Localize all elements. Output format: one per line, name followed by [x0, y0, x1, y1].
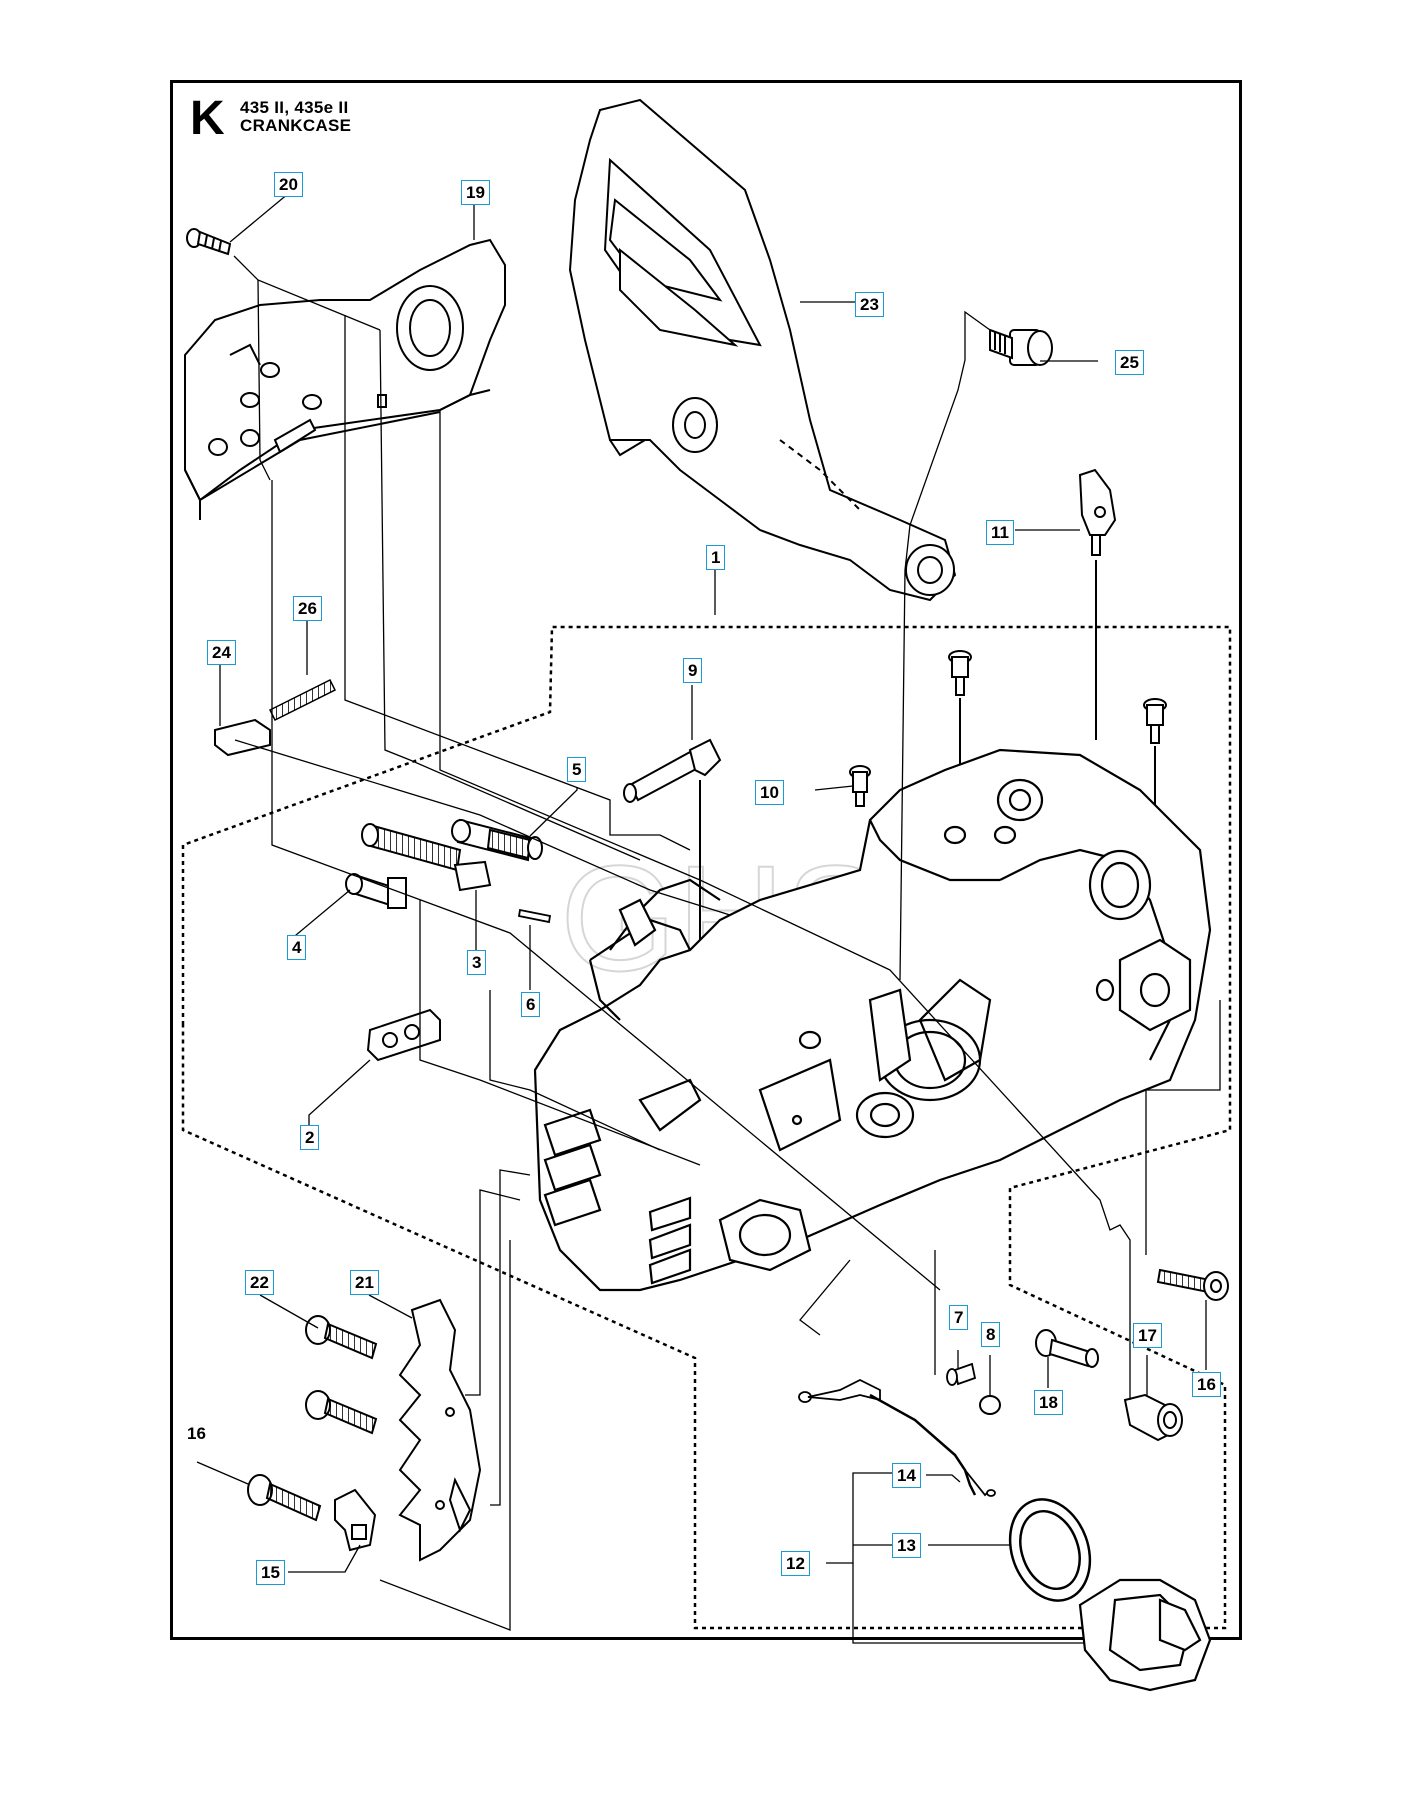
- callout-5[interactable]: 5: [567, 757, 587, 782]
- callout-26[interactable]: 26: [293, 596, 322, 621]
- bar-plate-2: [366, 1008, 441, 1062]
- callout-12[interactable]: 12: [781, 1551, 810, 1576]
- bolt-18: [1035, 1329, 1099, 1368]
- callout-13[interactable]: 13: [892, 1533, 921, 1558]
- cable-holder: [1078, 468, 1117, 740]
- callout-25[interactable]: 25: [1115, 350, 1144, 375]
- diagram-frame: [170, 80, 1242, 1640]
- bar-bolt-4: [345, 873, 407, 909]
- square-nut-3: [453, 860, 492, 892]
- screw-20: [186, 228, 232, 256]
- oil-hose-14: [798, 1378, 996, 1497]
- front-handle: [568, 98, 957, 602]
- crankcase-group-outline: [181, 625, 1232, 1630]
- callout-8[interactable]: 8: [981, 1322, 1001, 1347]
- callout-19[interactable]: 19: [461, 180, 490, 205]
- callout-18[interactable]: 18: [1034, 1390, 1063, 1415]
- bar-stud-5: [451, 818, 543, 862]
- callout-14[interactable]: 14: [892, 1463, 921, 1488]
- pin-6: [517, 908, 552, 924]
- screw-top-left: [948, 650, 972, 770]
- screw-7: [946, 1362, 977, 1386]
- bolt-22-upper: [305, 1315, 378, 1360]
- callout-10[interactable]: 10: [755, 780, 784, 805]
- callout-9[interactable]: 9: [683, 658, 703, 683]
- callout-16-right[interactable]: 16: [1192, 1372, 1221, 1397]
- model-names: 435 II, 435e II: [240, 98, 349, 117]
- callout-3[interactable]: 3: [467, 950, 487, 975]
- callout-21[interactable]: 21: [350, 1270, 379, 1295]
- callout-6[interactable]: 6: [521, 992, 541, 1017]
- tensioner-spring: [268, 678, 337, 722]
- bumper-spike-21: [398, 1298, 482, 1562]
- bolt-22-lower: [305, 1390, 378, 1435]
- callout-20[interactable]: 20: [274, 172, 303, 197]
- oil-seal-13: [1008, 1498, 1092, 1602]
- callout-11[interactable]: 11: [986, 520, 1014, 545]
- shoulder-screw: [989, 328, 1053, 366]
- callout-16-left[interactable]: 16: [187, 1424, 206, 1443]
- tensioner-nut: [214, 718, 271, 757]
- callout-2[interactable]: 2: [300, 1125, 320, 1150]
- screw-10: [849, 765, 871, 807]
- callout-7[interactable]: 7: [949, 1305, 969, 1330]
- section-letter: K: [190, 92, 225, 145]
- callout-17[interactable]: 17: [1133, 1323, 1162, 1348]
- bolt-16-right: [1156, 1268, 1229, 1301]
- callout-22[interactable]: 22: [245, 1270, 274, 1295]
- spike-nut-15: [334, 1488, 377, 1552]
- oil-cap-12: [1078, 1578, 1212, 1692]
- bar-bolt-threaded: [361, 823, 462, 872]
- plug-8: [979, 1395, 1001, 1415]
- callout-23[interactable]: 23: [855, 292, 884, 317]
- nut-17: [1123, 1393, 1183, 1442]
- diagram-title: CRANKCASE: [240, 116, 352, 135]
- callout-24[interactable]: 24: [207, 640, 236, 665]
- callout-15[interactable]: 15: [256, 1560, 285, 1585]
- callout-1[interactable]: 1: [706, 545, 726, 570]
- bolt-16-left: [247, 1474, 322, 1522]
- callout-4[interactable]: 4: [287, 935, 307, 960]
- crankcase-body: [533, 748, 1212, 1292]
